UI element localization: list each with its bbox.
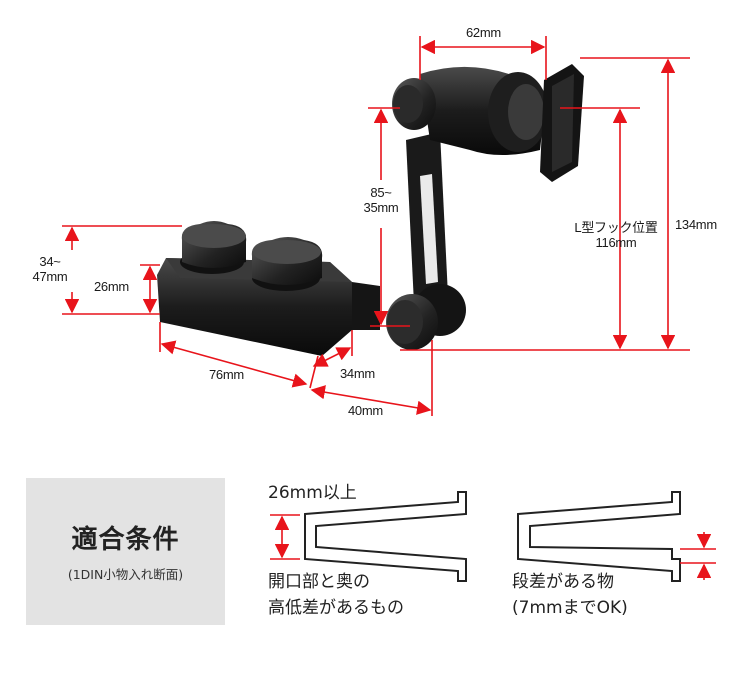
dim-34-line2: 47mm — [32, 268, 68, 284]
diagram1-caption-line2: 高低差があるもの — [268, 598, 404, 618]
diagram2-caption-line2: (7mmまでOK) — [512, 598, 628, 618]
dim-85-line1: 85~ — [370, 185, 392, 200]
dim-34-line1: 34~ — [39, 254, 61, 269]
dim-40mm: 40mm — [348, 403, 383, 418]
dimension-lines — [62, 36, 690, 416]
upper-joint — [392, 66, 548, 155]
dim-76mm: 76mm — [209, 367, 244, 382]
dim-134mm: 134mm — [675, 217, 717, 232]
conditions-subtitle: (1DIN小物入れ断面) — [67, 567, 184, 582]
dim-85-line2: 35mm — [363, 199, 399, 215]
dim-62mm: 62mm — [466, 25, 501, 40]
dim-26mm: 26mm — [94, 279, 129, 294]
opening-height-marker — [270, 514, 300, 560]
dim-85-35mm: 85~ 35mm — [358, 185, 404, 216]
mount-plate — [540, 64, 584, 182]
conditions-panel: 適合条件 (1DIN小物入れ断面) — [26, 478, 225, 625]
vertical-arm — [406, 132, 448, 304]
dim-hook-position: L型フック位置 116mm — [560, 220, 672, 251]
opening-diagram — [304, 491, 467, 582]
diagram1-caption: 開口部と奥の 高低差があるもの — [268, 569, 404, 621]
diagram1-top-label: 26mm以上 — [268, 483, 357, 503]
dim-hook-line2: 116mm — [595, 234, 637, 250]
dim-34-47mm: 34~ 47mm — [28, 254, 72, 285]
diagram2-caption-line1: 段差がある物 — [512, 572, 614, 592]
diagram2-caption: 段差がある物 (7mmまでOK) — [512, 569, 628, 621]
base-knob-left — [180, 221, 247, 274]
step-diagram — [517, 491, 681, 582]
step-height-marker — [680, 532, 716, 580]
dim-34mm: 34mm — [340, 366, 375, 381]
conditions-title: 適合条件 — [71, 525, 180, 555]
base-knob-right — [251, 237, 323, 291]
dim-hook-line1: L型フック位置 — [574, 220, 658, 235]
lower-joint-knob — [386, 284, 466, 350]
diagram1-caption-line1: 開口部と奥の — [268, 572, 370, 592]
